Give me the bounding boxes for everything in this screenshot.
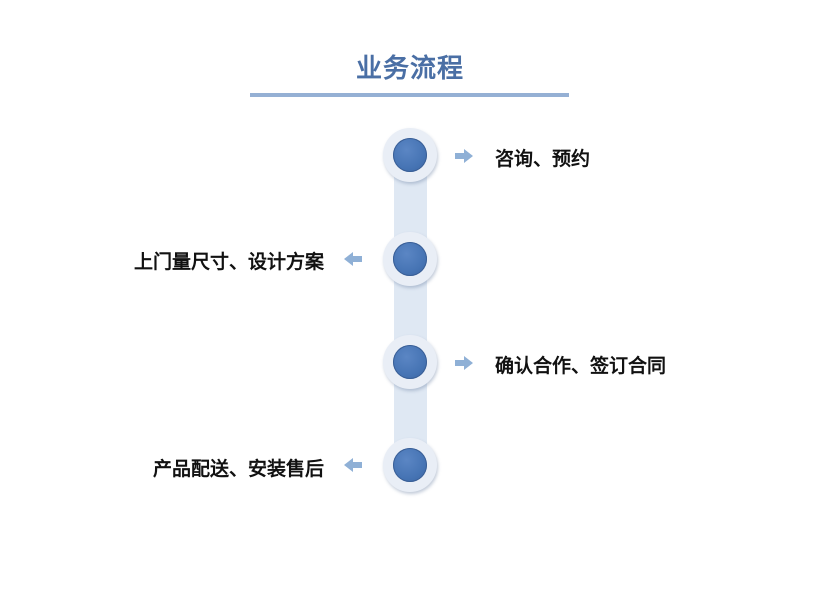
arrow-right-icon	[455, 356, 473, 370]
step-3-node-dot	[393, 345, 427, 379]
step-2-label: 上门量尺寸、设计方案	[133, 251, 324, 273]
title-underline	[250, 93, 569, 97]
step-4-label: 产品配送、安装售后	[152, 458, 324, 480]
step-3-label: 确认合作、签订合同	[495, 355, 667, 377]
arrow-right-icon	[455, 149, 473, 163]
step-2-node	[383, 232, 437, 286]
arrow-left-icon	[344, 458, 362, 472]
diagram-title: 业务流程	[355, 54, 464, 84]
arrow-left-icon	[344, 252, 362, 266]
step-3-node	[383, 335, 437, 389]
step-1-node	[383, 128, 437, 182]
step-2-node-dot	[393, 242, 427, 276]
step-4-node	[383, 438, 437, 492]
step-4-node-dot	[393, 448, 427, 482]
process-spine	[394, 150, 427, 465]
step-1-label: 咨询、预约	[495, 148, 591, 170]
step-1-node-dot	[393, 138, 427, 172]
